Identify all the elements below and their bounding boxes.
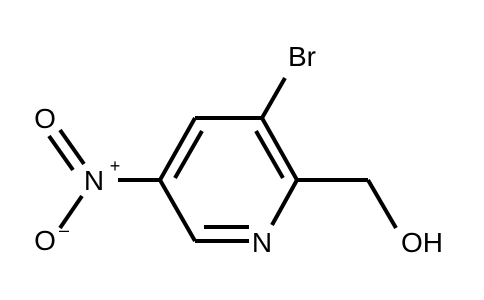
atom-labels: Br N OH N + O O –	[34, 41, 443, 258]
atom-nitro-nitrogen: N	[84, 165, 104, 196]
bond-c3-c2-inner	[254, 130, 285, 179]
bond-c3-br	[260, 77, 287, 119]
bond-nnitro-otop-inner	[47, 134, 75, 172]
substituent-bonds	[47, 77, 398, 230]
bond-c3-c2	[260, 117, 299, 181]
atom-ring-nitrogen: N	[252, 227, 272, 258]
nitro-nitrogen-charge: +	[110, 156, 121, 176]
atom-nitro-oxygen-top: O	[34, 103, 56, 134]
bond-c4-c5-inner	[173, 130, 204, 179]
nitro-oxygen-bottom-charge: –	[59, 220, 69, 240]
bond-n1-c2	[270, 179, 299, 226]
bond-nnitro-obottom	[58, 194, 84, 230]
bond-c5-c6	[158, 179, 197, 242]
atom-nitro-oxygen-bottom: O	[34, 225, 56, 256]
atom-hydroxyl: OH	[401, 227, 443, 258]
bond-c4-c5	[158, 117, 197, 181]
pyridine-ring	[158, 116, 299, 243]
atom-bromine: Br	[288, 41, 316, 72]
bond-ch2-oh	[366, 178, 398, 230]
bond-nnitro-otop	[58, 128, 86, 166]
